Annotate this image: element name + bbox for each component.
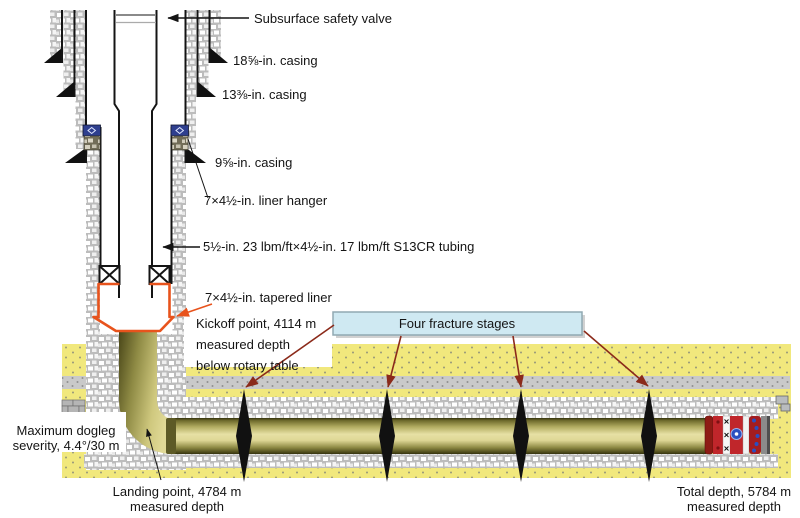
- frac-arrow-3: [512, 335, 524, 388]
- label-sssv: Subsurface safety valve: [254, 11, 392, 26]
- label-casing13: 13⅜-in. casing: [222, 87, 307, 102]
- cement-9: [75, 10, 85, 149]
- shoe-18-left: [44, 47, 63, 63]
- frac-stages-callout-box: Four fracture stages: [332, 311, 585, 338]
- hanger-left: [82, 124, 101, 137]
- cement-gravel: [50, 10, 778, 470]
- fracture-spindles: [236, 389, 657, 482]
- svg-text:Landing point, 4784 m: Landing point, 4784 m: [113, 484, 242, 499]
- svg-text:below rotary table: below rotary table: [196, 358, 299, 373]
- cement-18-right: [210, 10, 221, 58]
- svg-text:Maximum dogleg: Maximum dogleg: [17, 423, 116, 438]
- label-max-dogleg: Maximum dogleg severity, 4.4°/30 m: [13, 423, 120, 453]
- hanger-pointer-line: [187, 138, 209, 199]
- svg-text:severity, 4.4°/30 m: severity, 4.4°/30 m: [13, 438, 120, 453]
- frac-stages-box-label: Four fracture stages: [399, 316, 516, 331]
- shoe-9-right: [185, 147, 206, 163]
- liner-hangers: [82, 124, 189, 151]
- cement-13-right: [198, 10, 209, 92]
- borehole-bottom-gravel: [84, 454, 778, 468]
- kickoff-label-backplate: [184, 309, 332, 367]
- cement-13: [63, 10, 74, 92]
- tapered-liner-arrow: [176, 303, 213, 317]
- label-tubing: 5½-in. 23 lbm/ft×4½-in. 17 lbm/ft S13CR …: [203, 239, 474, 254]
- callout-arrows: [146, 13, 649, 481]
- casing-shoes: [44, 47, 228, 163]
- label-casing18: 18⅝-in. casing: [233, 53, 318, 68]
- cement-18: [50, 10, 61, 58]
- text-labels: Subsurface safety valve 18⅝-in. casing 1…: [13, 11, 792, 514]
- formation-gray-band: [62, 376, 790, 389]
- shoe-9-left: [65, 147, 87, 163]
- svg-text:Kickoff point, 4114 m: Kickoff point, 4114 m: [196, 316, 316, 331]
- shoe-13-left: [56, 81, 75, 97]
- dogleg-label-backplate: [2, 412, 126, 452]
- label-landing-point: Landing point, 4784 m measured depth: [113, 484, 242, 514]
- shoe-18-right: [209, 47, 228, 63]
- hanger-seal-right: [171, 135, 189, 151]
- frac-arrow-4: [583, 330, 649, 387]
- frac-stage-1: [236, 389, 252, 482]
- cement-9-right: [186, 10, 196, 149]
- toe-assembly: [704, 395, 791, 455]
- brick-marker: [61, 399, 86, 414]
- production-tubing: [113, 10, 158, 298]
- pipe-lateral: [168, 418, 706, 454]
- svg-text:measured depth: measured depth: [196, 337, 290, 352]
- borehole-top-gravel: [186, 397, 778, 419]
- frac-stage-3: [513, 389, 529, 482]
- label-tapered-liner: 7×4½-in. tapered liner: [205, 290, 333, 305]
- toe-red-sub: [713, 416, 723, 454]
- svg-text:measured depth: measured depth: [687, 499, 781, 514]
- pipe-lateral-cap: [166, 418, 176, 454]
- frac-arrow-1: [245, 324, 335, 388]
- shoe-13-right: [197, 81, 216, 97]
- pipe-bend: [119, 332, 173, 454]
- label-casing9: 9⅝-in. casing: [215, 155, 292, 170]
- toe-stub: [775, 395, 791, 412]
- wellbore-pipe: [119, 332, 706, 454]
- label-total-depth: Total depth, 5784 m measured depth: [677, 484, 791, 514]
- label-liner-hanger: 7×4½-in. liner hanger: [204, 193, 328, 208]
- packers: [98, 265, 171, 285]
- label-kickoff-point: Kickoff point, 4114 m measured depth bel…: [196, 316, 316, 373]
- frac-arrow-2: [386, 335, 402, 388]
- hanger-right: [170, 124, 189, 137]
- hanger-seal-left: [83, 135, 101, 151]
- frac-stages-box: [332, 311, 583, 336]
- svg-text:measured depth: measured depth: [130, 499, 224, 514]
- frac-stage-4: [641, 389, 657, 482]
- landing-point-arrow: [146, 428, 162, 481]
- tapered-liner-outline: [92, 282, 175, 333]
- frac-stage-2: [379, 389, 395, 482]
- svg-text:Total depth, 5784 m: Total depth, 5784 m: [677, 484, 791, 499]
